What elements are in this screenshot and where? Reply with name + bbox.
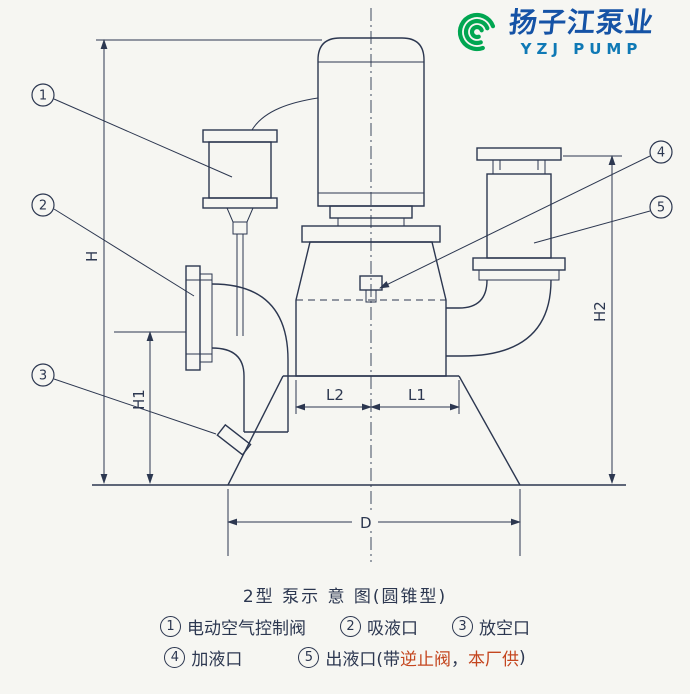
dimension-h1: H1 bbox=[114, 331, 186, 484]
brand-logo: 扬子江泵业 YZJ PUMP bbox=[453, 6, 656, 58]
caption-item-3: 3 放空口 bbox=[452, 614, 530, 639]
tank-cone bbox=[227, 375, 521, 486]
motor bbox=[317, 37, 425, 227]
caption-row-2: 4 加液口 5 出液口(带逆止阀，本厂供) bbox=[0, 645, 690, 670]
caption-item-2: 2 吸液口 bbox=[340, 614, 418, 639]
caption-item-3-label: 放空口 bbox=[479, 619, 530, 639]
dimension-l1: L1 bbox=[370, 380, 460, 414]
callout-1-number: 1 bbox=[39, 89, 47, 104]
caption: 2型 泵示 意 图(圆锥型) 1 电动空气控制阀 2 吸液口 3 放空口 4 加… bbox=[0, 582, 690, 670]
suction-pipe-assembly bbox=[185, 265, 289, 433]
caption-item-4-label: 加液口 bbox=[191, 650, 243, 670]
circled-number-2: 2 bbox=[340, 616, 361, 637]
caption-row-1: 1 电动空气控制阀 2 吸液口 3 放空口 bbox=[0, 614, 690, 639]
circled-number-3: 3 bbox=[452, 616, 473, 637]
callout-3-leader bbox=[53, 378, 217, 435]
dim-label-h1: H1 bbox=[130, 389, 148, 410]
dim-label-l1: L1 bbox=[408, 386, 426, 404]
callout-1-leader bbox=[53, 98, 233, 178]
cable-line bbox=[251, 97, 319, 131]
caption-item-5-highlight-2: 本厂供 bbox=[468, 650, 519, 670]
discharge-pipe-assembly bbox=[446, 147, 566, 357]
drain-valve bbox=[216, 423, 252, 456]
caption-item-5-label: 出液口(带 bbox=[325, 650, 400, 670]
dim-label-l2: L2 bbox=[326, 386, 344, 404]
suction-elbow-outer bbox=[211, 283, 289, 432]
discharge-elbow-outer bbox=[446, 279, 552, 357]
brand-text: 扬子江泵业 YZJ PUMP bbox=[507, 6, 655, 58]
callout-5-leader bbox=[533, 210, 651, 244]
valve-stem-rod bbox=[236, 234, 244, 336]
callout-5-number: 5 bbox=[657, 201, 665, 216]
circled-number-1: 1 bbox=[160, 616, 181, 637]
dim-label-h: H bbox=[83, 251, 101, 262]
caption-item-1-label: 电动空气控制阀 bbox=[187, 619, 306, 639]
dim-label-d: D bbox=[360, 514, 372, 532]
caption-item-2-label: 吸液口 bbox=[367, 619, 418, 639]
circled-number-4: 4 bbox=[164, 647, 186, 668]
circled-number-5: 5 bbox=[298, 647, 320, 668]
callout-4-number: 4 bbox=[657, 146, 665, 161]
callout-1: 1 bbox=[31, 83, 233, 178]
caption-title: 2型 泵示 意 图(圆锥型) bbox=[242, 587, 448, 607]
suction-elbow-inner bbox=[211, 347, 245, 432]
dimension-l2: L2 bbox=[295, 380, 372, 414]
caption-item-5-separator: ， bbox=[451, 650, 468, 670]
pump-schematic-drawing: H H1 H2 L2 L1 D bbox=[31, 8, 673, 562]
caption-item-4: 4 加液口 bbox=[164, 645, 242, 670]
dimension-h2: H2 bbox=[563, 155, 622, 484]
callout-3-number: 3 bbox=[39, 369, 47, 384]
callout-4-leader bbox=[379, 155, 651, 289]
pump-spiral-logo-icon bbox=[457, 12, 496, 52]
discharge-body bbox=[486, 173, 552, 259]
caption-item-5-highlight-1: 逆止阀 bbox=[400, 650, 451, 670]
dimension-h: H bbox=[83, 39, 322, 484]
air-control-valve-assembly bbox=[202, 129, 278, 336]
company-name-en: YZJ PUMP bbox=[520, 39, 643, 58]
dim-label-h2: H2 bbox=[591, 301, 609, 322]
caption-item-5-close: ) bbox=[519, 647, 526, 668]
caption-item-5: 5 出液口(带逆止阀，本厂供) bbox=[298, 645, 526, 670]
callout-3: 3 bbox=[31, 363, 217, 435]
callout-4: 4 bbox=[379, 140, 673, 289]
discharge-elbow-inner bbox=[446, 279, 488, 309]
callout-2-number: 2 bbox=[39, 199, 47, 214]
callout-2-leader bbox=[53, 208, 195, 297]
callout-5: 5 bbox=[533, 195, 673, 244]
callout-2: 2 bbox=[31, 193, 195, 297]
caption-item-1: 1 电动空气控制阀 bbox=[160, 614, 306, 639]
dimension-d: D bbox=[227, 489, 521, 556]
discharge-top-flange bbox=[476, 147, 562, 161]
